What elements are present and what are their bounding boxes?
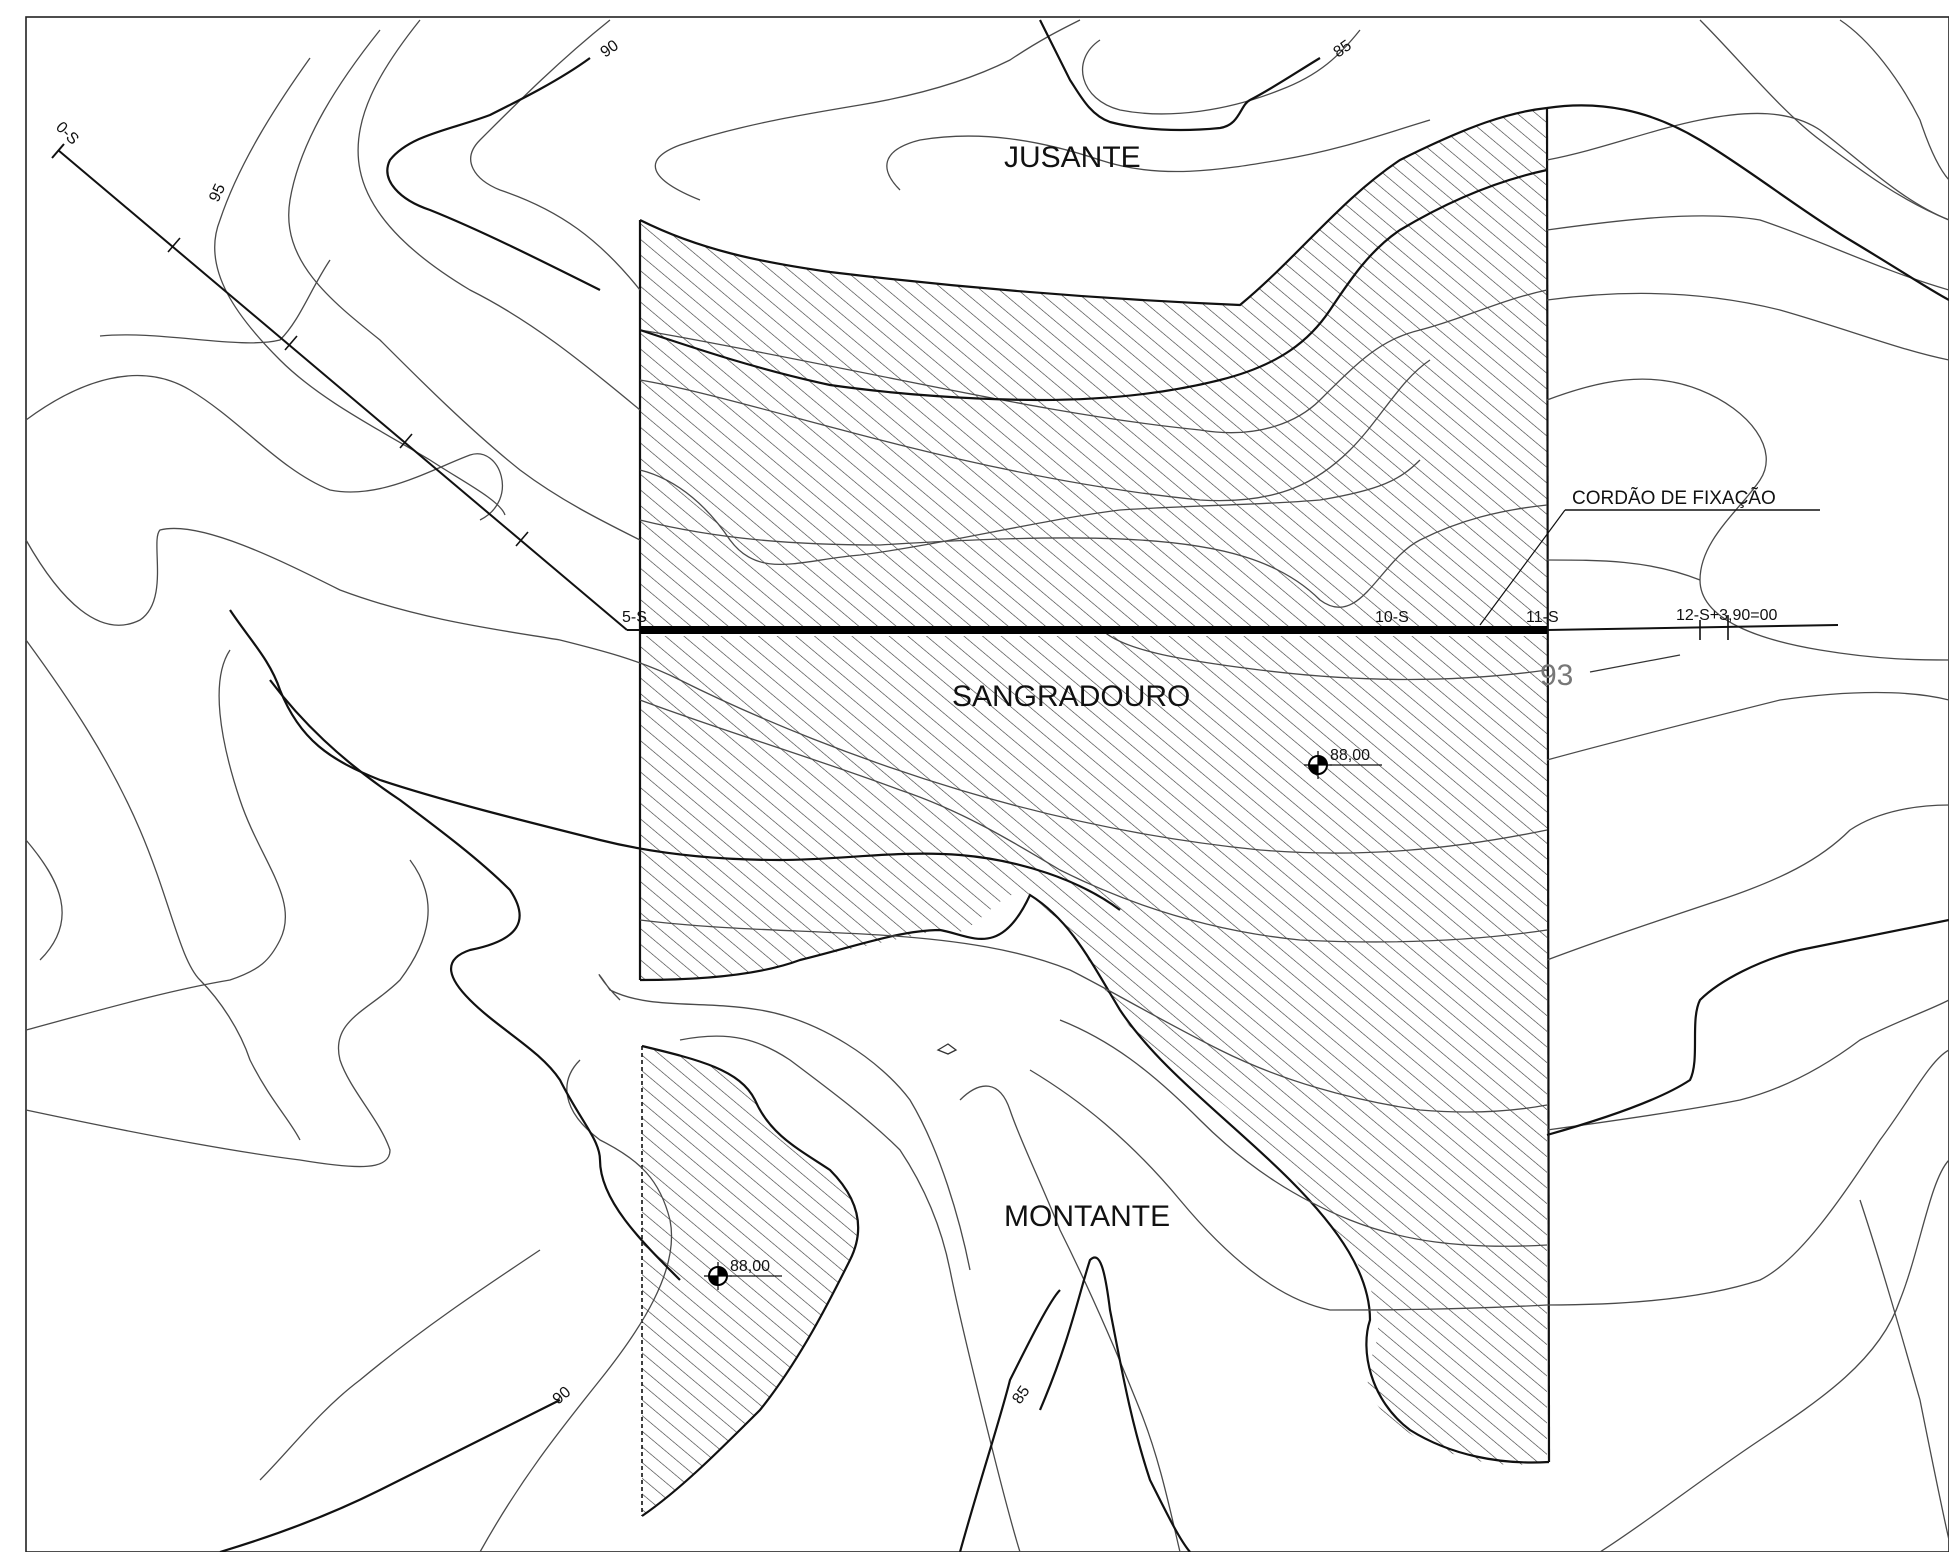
station-label-11s: 11-S	[1526, 609, 1559, 626]
contour-line	[598, 974, 971, 1271]
contour-label-93: 93	[1540, 659, 1573, 692]
index-contour	[1546, 104, 1949, 301]
contour-line	[25, 374, 504, 521]
contour-line	[1546, 292, 1949, 361]
contour-line	[639, 289, 1548, 434]
contour-line	[639, 919, 1548, 1113]
contour-line	[99, 259, 331, 344]
contour-label-85-bottom: 85	[1009, 1383, 1033, 1407]
contour-line	[214, 57, 506, 516]
contour-line	[639, 504, 1548, 608]
contour-line	[25, 859, 429, 1168]
spillway-lower-boundary	[639, 893, 1550, 1464]
contour-line	[1699, 19, 1949, 221]
contour-line	[1546, 112, 1949, 221]
contour-line	[259, 1249, 541, 1481]
contour-line	[1546, 559, 1701, 581]
contour-line	[470, 19, 641, 291]
approach-axis	[57, 149, 628, 631]
callout-leader	[1479, 509, 1820, 626]
index-contour-90-top	[386, 57, 601, 291]
axis-tick	[284, 335, 298, 351]
callout-pointer	[1479, 509, 1566, 626]
contour-line	[639, 459, 1421, 566]
contour-line	[1082, 29, 1361, 115]
index-contour-85-bottom-right	[1038, 1256, 1191, 1552]
contour-line	[288, 29, 641, 541]
region-label-downstream: JUSANTE	[1004, 141, 1141, 174]
index-contour-left	[229, 609, 1121, 911]
contour-line	[25, 839, 63, 961]
axis-tick	[167, 237, 181, 253]
contour-line	[1546, 1049, 1949, 1306]
centerline	[51, 143, 1839, 640]
contour-line	[1546, 378, 1949, 661]
right-boundary	[1545, 107, 1551, 1463]
contour-line	[1859, 1199, 1949, 1541]
contour-label-95: 95	[206, 181, 229, 204]
hatched-area-spillway	[640, 636, 1547, 1465]
contour-line	[654, 19, 1081, 201]
contour-line	[1099, 627, 1548, 681]
contour-line	[886, 119, 1431, 191]
station-label-12s: 12-S+3,90=00	[1676, 607, 1778, 624]
contour-lines	[25, 19, 1949, 1552]
map-frame	[25, 16, 1949, 1552]
station-label-5s: 5-S	[622, 609, 647, 626]
contour-line	[639, 699, 1548, 943]
index-contours	[219, 19, 1949, 1552]
index-contour	[1546, 918, 1949, 1137]
contour-line	[1599, 1159, 1949, 1552]
contour-93-leader	[1589, 654, 1681, 673]
station-label-0s: 0-S	[52, 119, 82, 149]
downstream-boundary	[639, 106, 1548, 307]
contour-label-90-top: 90	[598, 37, 622, 61]
contour-line	[479, 1059, 673, 1552]
axis-tick	[515, 531, 529, 547]
contour-line	[1029, 1069, 1548, 1311]
hatched-area-downstream	[640, 108, 1547, 628]
contour-line	[1546, 804, 1949, 961]
index-contour-left-lower	[269, 679, 681, 1281]
index-contour-85-top	[1039, 19, 1321, 132]
hatched-areas	[640, 108, 1547, 1516]
elevation-marker-spillway	[1304, 751, 1382, 779]
contour-line	[1059, 1019, 1548, 1247]
elevation-label-spillway: 88,00	[1330, 747, 1370, 764]
hatched-area-upstream	[642, 1046, 859, 1516]
tail-axis	[1546, 624, 1839, 631]
index-contour	[639, 168, 1548, 402]
contour-line	[1546, 999, 1949, 1131]
contour-line	[25, 649, 286, 1031]
region-label-upstream: MONTANTE	[1004, 1200, 1170, 1233]
contour-line	[1546, 215, 1949, 291]
contour-line	[1546, 691, 1949, 761]
elevation-marker-upstream	[704, 1262, 782, 1290]
contour-line	[959, 1085, 1181, 1552]
index-contour-85-bottom	[958, 1289, 1061, 1552]
hatch-boundaries	[638, 106, 1551, 1517]
region-label-spillway: SANGRADOURO	[952, 680, 1190, 713]
elevation-label-upstream: 88,00	[730, 1258, 770, 1275]
depression-symbol	[936, 1043, 958, 1055]
axis-cap-0s	[51, 143, 65, 159]
callout-fixation-cord: CORDÃO DE FIXAÇÃO	[1572, 487, 1776, 509]
contour-line	[1839, 19, 1949, 181]
contour-line	[25, 527, 1548, 854]
contour-line	[639, 359, 1431, 502]
axis-tick	[399, 433, 413, 449]
station-label-10s: 10-S	[1375, 609, 1409, 626]
contour-line	[357, 19, 641, 411]
contour-line	[25, 639, 301, 1141]
upstream-boundary	[641, 1044, 860, 1517]
index-contour-90-bottom	[219, 1399, 561, 1552]
